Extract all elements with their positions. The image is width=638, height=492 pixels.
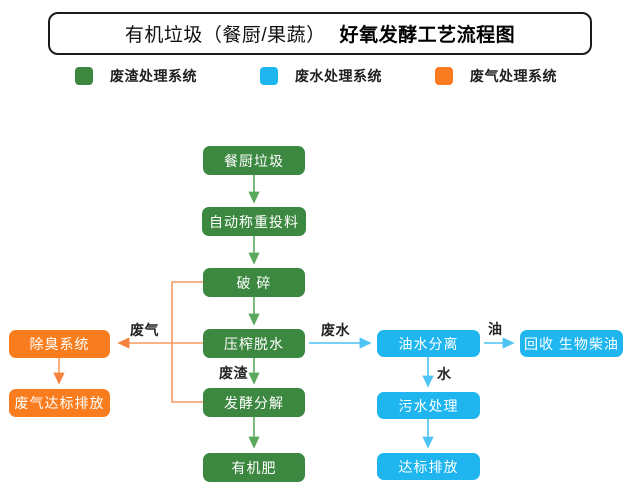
edge-label-waste-gas: 废气 (130, 322, 159, 338)
legend-label: 废水处理系统 (295, 68, 382, 84)
legend-item-waste-water: 废水处理系统 (260, 66, 382, 86)
node-ferment-decompose: 发酵分解 (203, 388, 305, 417)
edge-label-waste-residue: 废渣 (219, 365, 248, 381)
edge-label-water: 水 (437, 366, 452, 382)
node-kitchen-waste: 餐厨垃圾 (203, 146, 305, 175)
node-oil-water-separation: 油水分离 (377, 330, 480, 357)
node-sewage-treatment: 污水处理 (377, 392, 480, 419)
node-standard-discharge: 达标排放 (377, 453, 480, 480)
page-title: 好氧发酵工艺流程图 (339, 25, 516, 46)
node-crush: 破 碎 (203, 268, 305, 297)
title-box: 有机垃圾（餐厨/果蔬） 好氧发酵工艺流程图 (48, 12, 592, 55)
node-press-dewater: 压榨脱水 (203, 329, 305, 358)
title-prefix: 有机垃圾（餐厨/果蔬） (124, 25, 326, 46)
node-deodorize-system: 除臭系统 (9, 330, 110, 358)
legend-item-waste-gas: 废气处理系统 (435, 66, 557, 86)
node-organic-fertilizer: 有机肥 (203, 453, 305, 482)
legend-swatch-green (75, 67, 93, 85)
orange-gas-arrows (53, 281, 203, 403)
edge-label-waste-water: 废水 (321, 322, 350, 338)
edge-label-oil: 油 (488, 321, 503, 337)
legend-label: 废渣处理系统 (110, 68, 197, 84)
legend-swatch-orange (435, 67, 453, 85)
legend-label: 废气处理系统 (470, 68, 557, 84)
node-auto-weigh-feed: 自动称重投料 (202, 207, 306, 236)
legend-item-waste-residue: 废渣处理系统 (75, 66, 197, 86)
blue-flow-arrows (309, 337, 515, 449)
node-gas-standard-discharge: 废气达标排放 (9, 389, 110, 417)
legend-swatch-blue (260, 67, 278, 85)
node-biodiesel-recycle: 回收 生物柴油 (520, 330, 623, 357)
